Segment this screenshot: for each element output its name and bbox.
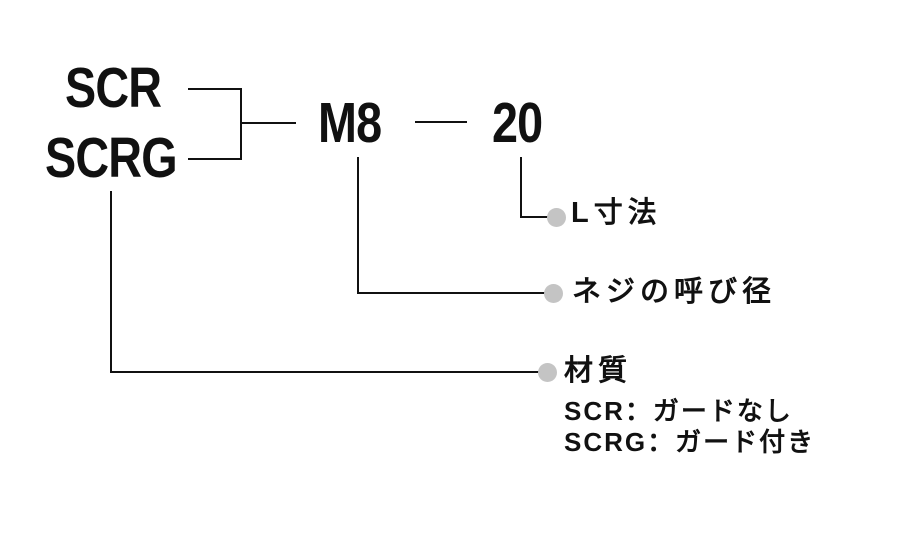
- code-scrg: SCRG: [45, 126, 178, 190]
- code-length: 20: [492, 91, 543, 155]
- material-leader-vertical: [110, 191, 112, 373]
- bracket-scrg-line: [188, 158, 242, 160]
- bracket-stem-line: [240, 122, 296, 124]
- thread-leader-horizontal: [357, 292, 546, 294]
- length-leader-vertical: [520, 157, 522, 218]
- code-scr: SCR: [65, 56, 162, 120]
- code-thread-size: M8: [318, 91, 382, 155]
- thread-bullet-icon: [544, 284, 563, 303]
- bracket-scr-line: [188, 88, 242, 90]
- length-bullet-icon: [547, 208, 566, 227]
- length-leader-horizontal: [520, 216, 548, 218]
- material-bullet-icon: [538, 363, 557, 382]
- material-note-scrg: SCRG：ガード付き: [564, 427, 816, 457]
- separator-dash: [415, 121, 467, 123]
- material-note-scr: SCR：ガードなし: [564, 396, 793, 426]
- thread-leader-vertical: [357, 157, 359, 294]
- material-leader-horizontal: [110, 371, 540, 373]
- label-thread-diameter: ネジの呼び径: [572, 276, 777, 308]
- bracket-vertical-line: [240, 88, 242, 160]
- label-l-dimension: L寸法: [571, 197, 662, 229]
- label-material: 材質: [564, 355, 633, 387]
